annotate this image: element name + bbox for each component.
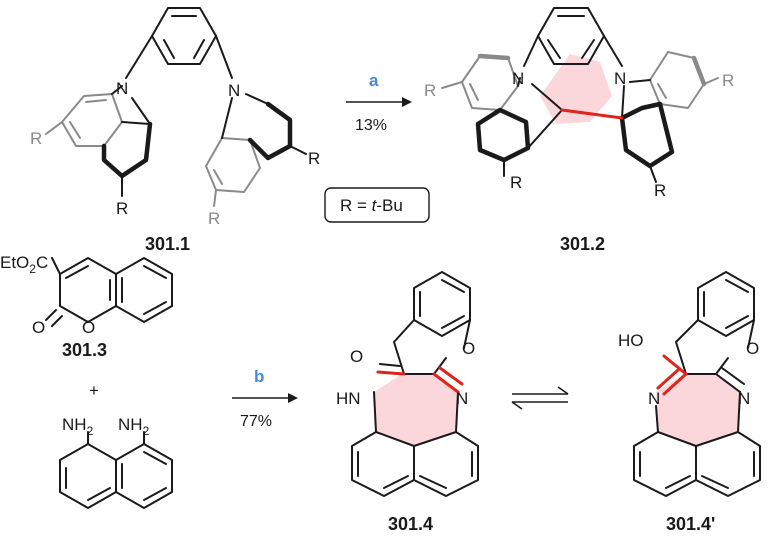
substituent-r: R <box>208 209 220 228</box>
substituent-r: R <box>654 181 666 200</box>
compound-301-4-prime-structure <box>633 271 761 497</box>
compound-301-4-structure <box>351 271 479 497</box>
compound-301-1-structure <box>45 7 307 207</box>
atom-o-ring: O <box>746 339 759 358</box>
substituent-r: R <box>424 81 436 100</box>
atom-o-ring: O <box>82 318 95 337</box>
substituent-r: R <box>116 199 128 218</box>
substituent-r: R <box>308 149 320 168</box>
atom-o-carbonyl: O <box>350 347 363 366</box>
atom-nh: HN <box>336 389 361 408</box>
substituent-r: R <box>510 173 522 192</box>
yield-label: 13% <box>355 117 387 134</box>
atom-n-left: N <box>512 69 524 88</box>
compound-301-3-structure <box>45 257 173 327</box>
plus-sign: + <box>89 381 99 400</box>
compound-label-301-1: 301.1 <box>145 234 190 254</box>
amine-group: NH2 <box>118 415 150 438</box>
reagent-label: a <box>369 71 379 90</box>
diaminonaphthalene-structure <box>59 431 173 509</box>
yield-label: 77% <box>240 413 272 430</box>
reaction-arrow-b <box>232 393 298 403</box>
atom-n: N <box>738 389 750 408</box>
atom-n: N <box>648 389 660 408</box>
reagent-label: b <box>254 367 264 386</box>
atom-o-carbonyl: O <box>32 318 45 337</box>
reaction-arrow-a <box>346 97 412 107</box>
amine-group: NH2 <box>62 415 94 438</box>
compound-label-301-2: 301.2 <box>560 234 605 254</box>
substituent-definition: R = t-Bu <box>340 196 403 215</box>
substituent-r: R <box>722 71 734 90</box>
atom-o-ring: O <box>462 339 475 358</box>
substituent-definition-box <box>324 187 430 223</box>
ester-group: EtO2C <box>0 253 48 276</box>
atom-n-left: N <box>116 79 128 98</box>
compound-label-301-3: 301.3 <box>62 340 107 360</box>
compound-301-2-structure <box>441 7 719 183</box>
atom-n: N <box>456 389 468 408</box>
compound-label-301-4-prime: 301.4' <box>666 514 715 534</box>
substituent-r: R <box>30 129 42 148</box>
atom-n-right: N <box>614 69 626 88</box>
atom-oh: HO <box>618 331 644 350</box>
atom-n-right: N <box>228 81 240 100</box>
equilibrium-arrows <box>511 386 569 410</box>
compound-label-301-4: 301.4 <box>388 514 433 534</box>
